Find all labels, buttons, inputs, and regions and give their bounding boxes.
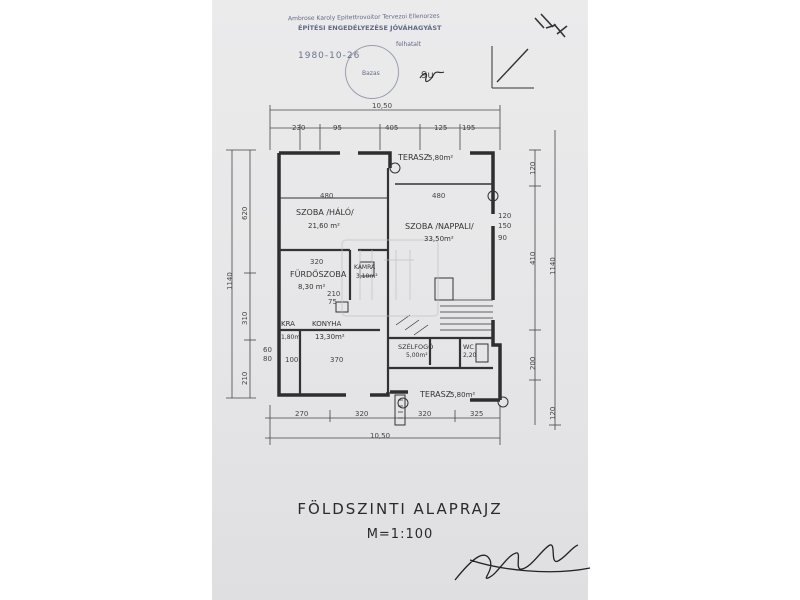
dim-interior-12: 80 <box>263 355 272 363</box>
plan-sheet <box>212 0 588 600</box>
room-terasz-bottom-area: 5,80m² <box>450 391 476 399</box>
initials-scribble <box>419 71 445 83</box>
dim-bottom-4: 325 <box>470 410 484 418</box>
bottom-dimension-lines <box>265 405 501 445</box>
exterior-walls <box>277 151 502 402</box>
stamp-note-line: felhatalt <box>396 41 421 48</box>
dim-interior-3: 320 <box>310 258 324 266</box>
dim-top-4: 125 <box>434 124 448 132</box>
dim-top-3: 405 <box>385 124 399 132</box>
dim-interior-7: 90 <box>498 234 507 242</box>
room-terasz-top: TERASZ <box>398 153 430 162</box>
dim-top-1: 230 <box>292 124 306 132</box>
dim-interior-9: 210 <box>327 290 341 298</box>
room-szoba-nappali: SZOBA /NAPPALI/ <box>405 222 474 231</box>
stamp-seal-text: Bazas <box>362 70 380 77</box>
dim-top-5: 195 <box>462 124 476 132</box>
dim-bottom-1: 270 <box>295 410 309 418</box>
dim-interior-1: 480 <box>320 192 334 200</box>
dim-right-2: 410 <box>529 251 537 265</box>
room-kamra-small: KAMRA <box>354 264 376 271</box>
room-konyha: KONYHA <box>312 320 342 328</box>
plan-scale: M=1:100 <box>366 527 434 542</box>
room-furdoszoba-area: 8,30 m² <box>298 283 326 291</box>
room-kamra: KRA <box>281 320 295 328</box>
room-szelfogo: SZÉLFOGÓ <box>398 343 434 351</box>
dim-left-total: 1140 <box>226 272 234 290</box>
dim-interior-6: 150 <box>498 222 512 230</box>
north-arrow <box>491 13 568 89</box>
room-szoba-nappali-area: 33,50m² <box>424 235 454 243</box>
dim-left-3: 210 <box>241 371 249 385</box>
room-konyha-area: 13,30m² <box>315 333 345 341</box>
top-dimension-lines <box>269 105 501 150</box>
dim-left-1: 620 <box>241 206 249 220</box>
dim-bottom-3: 320 <box>418 410 432 418</box>
room-terasz-bottom: TERASZ <box>420 390 452 399</box>
stamp-initials: 9u <box>421 70 434 81</box>
interior-walls <box>279 168 493 395</box>
dim-right-1: 120 <box>529 161 537 175</box>
room-wc: WC <box>463 343 474 351</box>
room-wc-area: 2,20 <box>463 352 477 359</box>
dim-interior-2: 480 <box>432 192 446 200</box>
signature <box>454 544 591 581</box>
plan-title: FÖLDSZINTI ALAPRAJZ <box>297 500 503 518</box>
dim-interior-5: 120 <box>498 212 512 220</box>
dim-top-2: 95 <box>333 124 342 132</box>
watermark-logo <box>341 239 439 317</box>
dim-right-3: 200 <box>529 356 537 370</box>
stamp-approval-line: ÉPÍTÉSI ENGEDÉLYEZÉSE JÓVÁHAGYÁST <box>298 24 442 32</box>
room-szoba-halo-area: 21,60 m² <box>308 222 340 230</box>
room-furdoszoba: FÜRDŐSZOBA <box>290 270 347 279</box>
dim-interior-11: 60 <box>263 346 272 354</box>
room-kamra-small-area: 3,10m² <box>356 273 378 280</box>
stamp-seal <box>345 45 399 99</box>
dim-left-2: 310 <box>241 311 249 325</box>
dim-overall-bottom: 10,50 <box>370 432 391 440</box>
dim-right-4: 120 <box>549 406 557 420</box>
dim-overall-top: 10,50 <box>372 102 393 110</box>
dim-bottom-2: 320 <box>355 410 369 418</box>
room-szoba-halo: SZOBA /HÁLÓ/ <box>296 208 354 217</box>
dim-interior-8: 75 <box>328 298 337 306</box>
dim-right-total: 1140 <box>549 257 557 275</box>
dim-interior-10: 100 <box>285 356 299 364</box>
stair-and-details <box>335 162 509 426</box>
side-dimension-lines <box>226 130 561 430</box>
stamp-date: 1980-10-26 <box>298 51 361 61</box>
dim-interior-4: 370 <box>330 356 344 364</box>
room-kamra-area: 1,80m <box>281 334 301 341</box>
room-szelfogo-area: 5,00m² <box>406 352 428 359</box>
room-terasz-top-area: 5,80m² <box>428 154 454 162</box>
